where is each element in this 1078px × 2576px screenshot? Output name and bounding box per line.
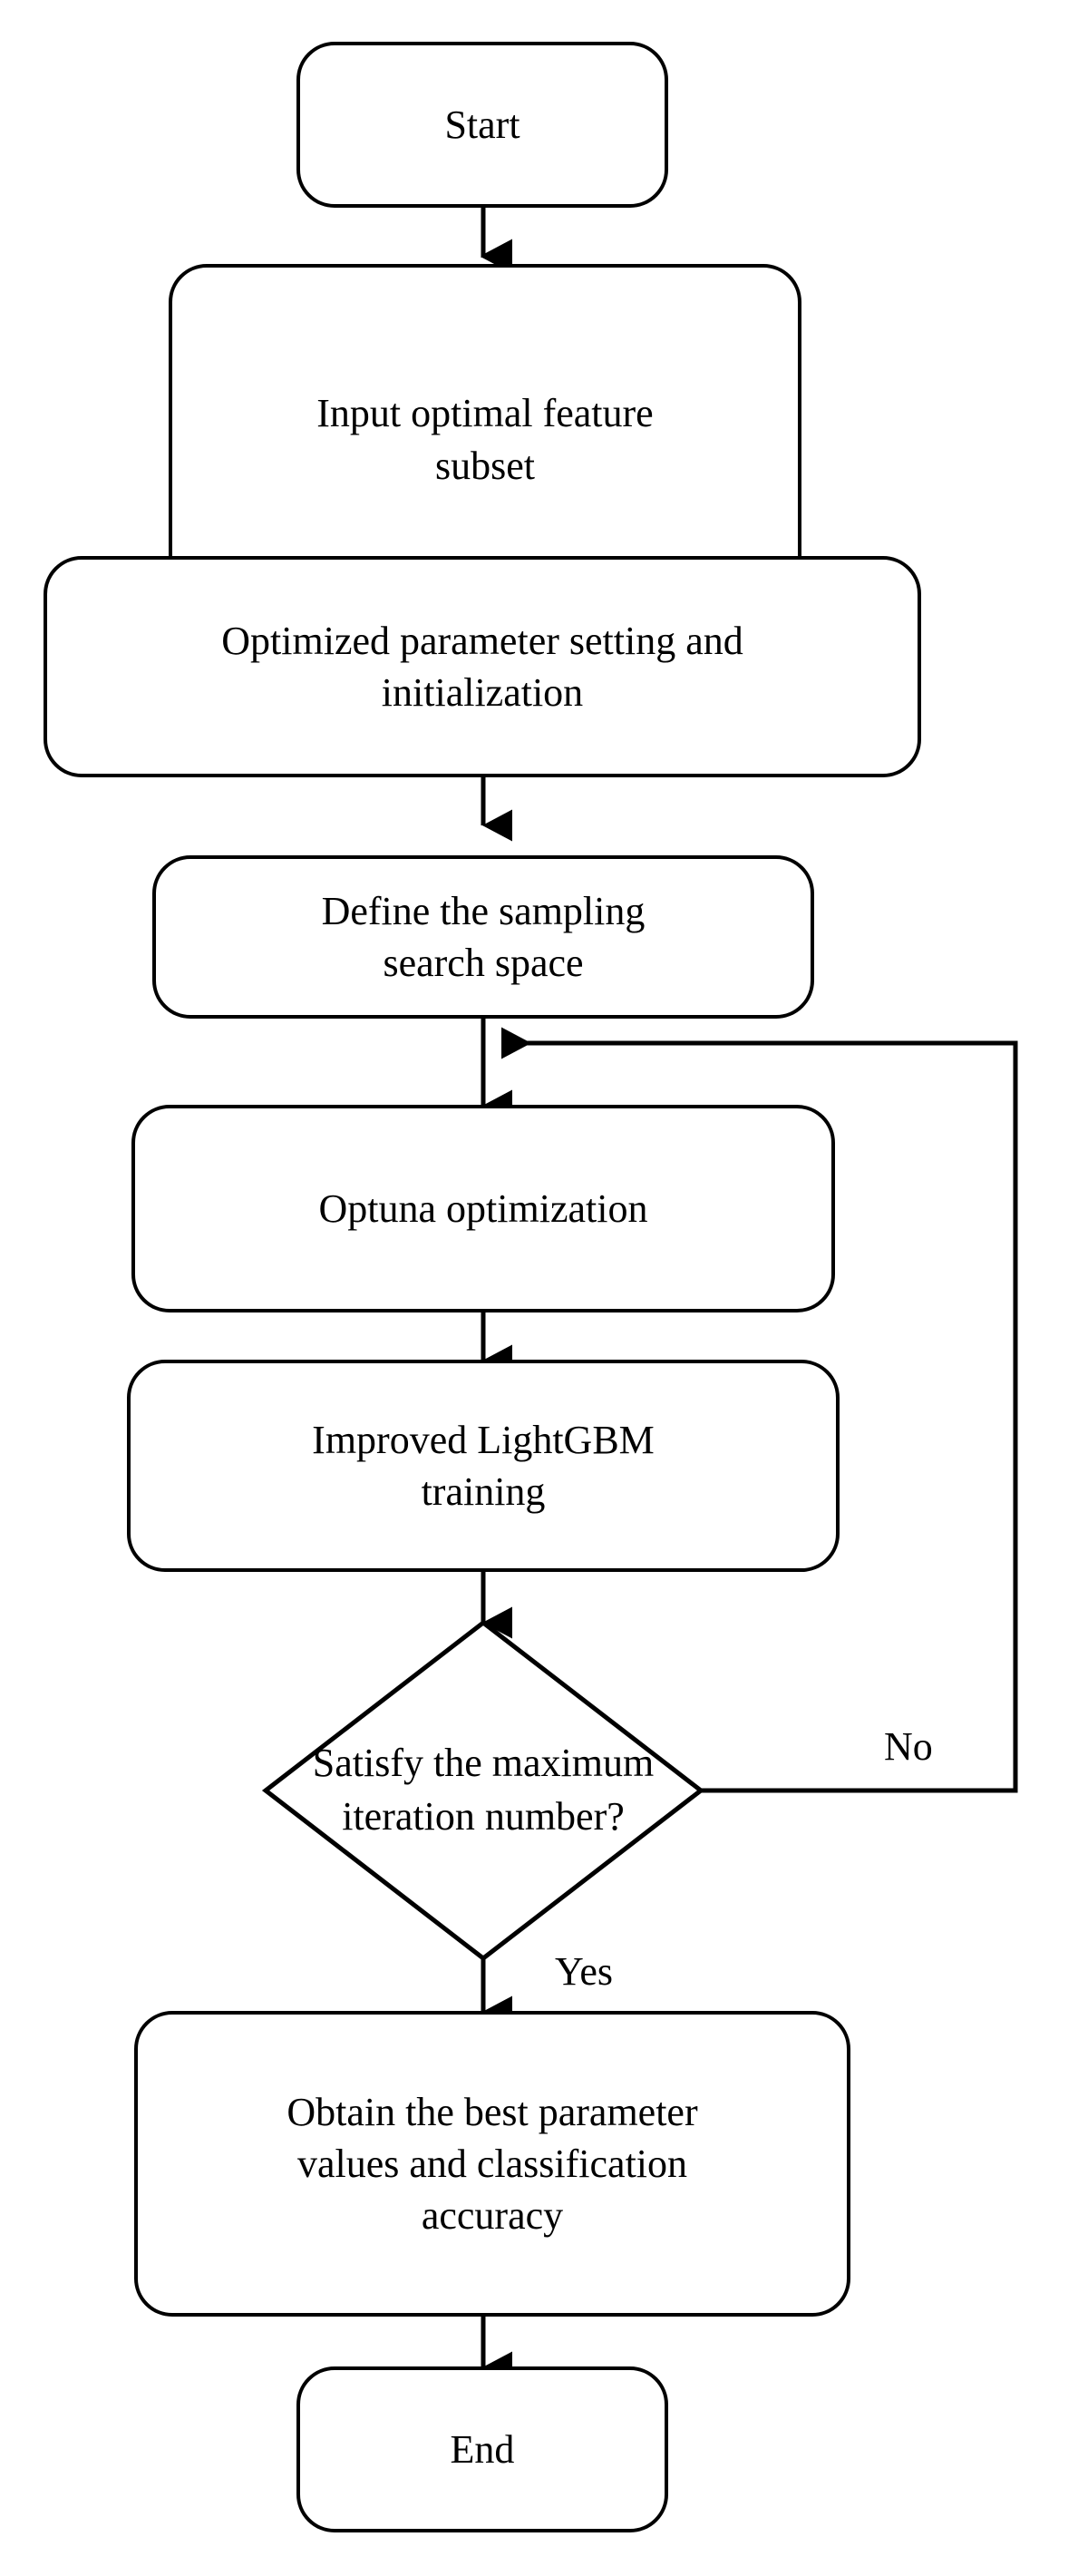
node-improved-lightgbm-training[interactable]: Improved LightGBM training: [127, 1360, 840, 1572]
node-define-sampling-search-space[interactable]: Define the sampling search space: [152, 855, 814, 1019]
edge-label-no: No: [884, 1724, 933, 1769]
connector-no-loopback: [501, 1027, 1018, 1793]
node-input-label: Input optimal feature subset: [316, 391, 654, 488]
node-optimized-parameter-setting[interactable]: Optimized parameter setting and initiali…: [44, 556, 921, 777]
node-optuna-optimization[interactable]: Optuna optimization: [131, 1105, 835, 1312]
node-optuna-label: Optuna optimization: [318, 1186, 648, 1231]
node-params-label: Optimized parameter setting and initiali…: [221, 618, 743, 715]
node-decision-satisfy-max-iteration[interactable]: Satisfy the maximum iteration number?: [266, 1623, 701, 1958]
node-start-label: Start: [444, 102, 520, 147]
node-decision-label: Satisfy the maximum iteration number?: [312, 1741, 655, 1839]
node-end-label: End: [450, 2426, 515, 2472]
node-training-label: Improved LightGBM training: [312, 1417, 655, 1514]
node-start[interactable]: Start: [296, 42, 668, 208]
node-end[interactable]: End: [296, 2366, 668, 2532]
node-space-label: Define the sampling search space: [321, 888, 646, 985]
node-obtain-best-parameter-values[interactable]: Obtain the best parameter values and cla…: [134, 2011, 850, 2317]
edge-label-yes: Yes: [555, 1949, 614, 1994]
node-obtain-label: Obtain the best parameter values and cla…: [286, 2089, 698, 2239]
decision-diamond-shape: [261, 1619, 705, 1962]
